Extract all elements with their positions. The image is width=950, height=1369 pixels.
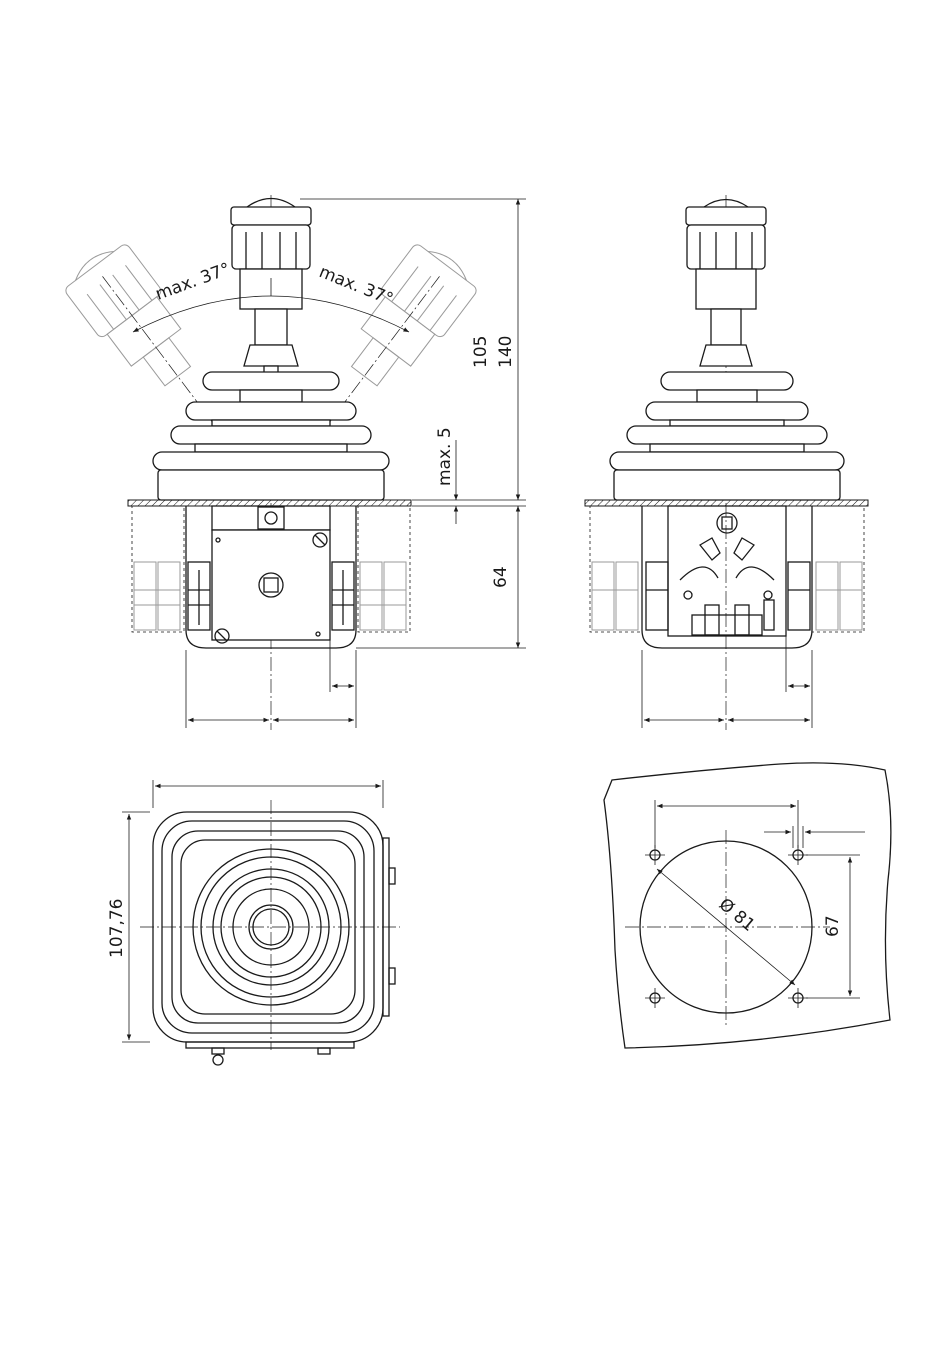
dim-diameter-81: Ø 81 bbox=[715, 895, 759, 936]
dim-64: 64 bbox=[491, 566, 511, 588]
switch-housing bbox=[132, 506, 410, 648]
top-view: 107,76 bbox=[107, 780, 400, 1065]
front-view: max. 37° max. 37° bbox=[59, 195, 526, 730]
mounting-plate bbox=[128, 500, 411, 506]
dim-67: 67 bbox=[823, 915, 843, 937]
dim-140: 140 bbox=[496, 336, 516, 368]
dim-107-76: 107,76 bbox=[107, 899, 127, 958]
rubber-bellows bbox=[153, 372, 389, 500]
tilt-left-label: max. 37° bbox=[153, 259, 233, 304]
side-view bbox=[585, 195, 868, 730]
dim-max5: max. 5 bbox=[435, 427, 455, 486]
dim-105: 105 bbox=[471, 336, 491, 368]
panel-cutout-view: 67 Ø 81 bbox=[604, 763, 891, 1048]
tilt-right-label: max. 37° bbox=[316, 262, 396, 310]
